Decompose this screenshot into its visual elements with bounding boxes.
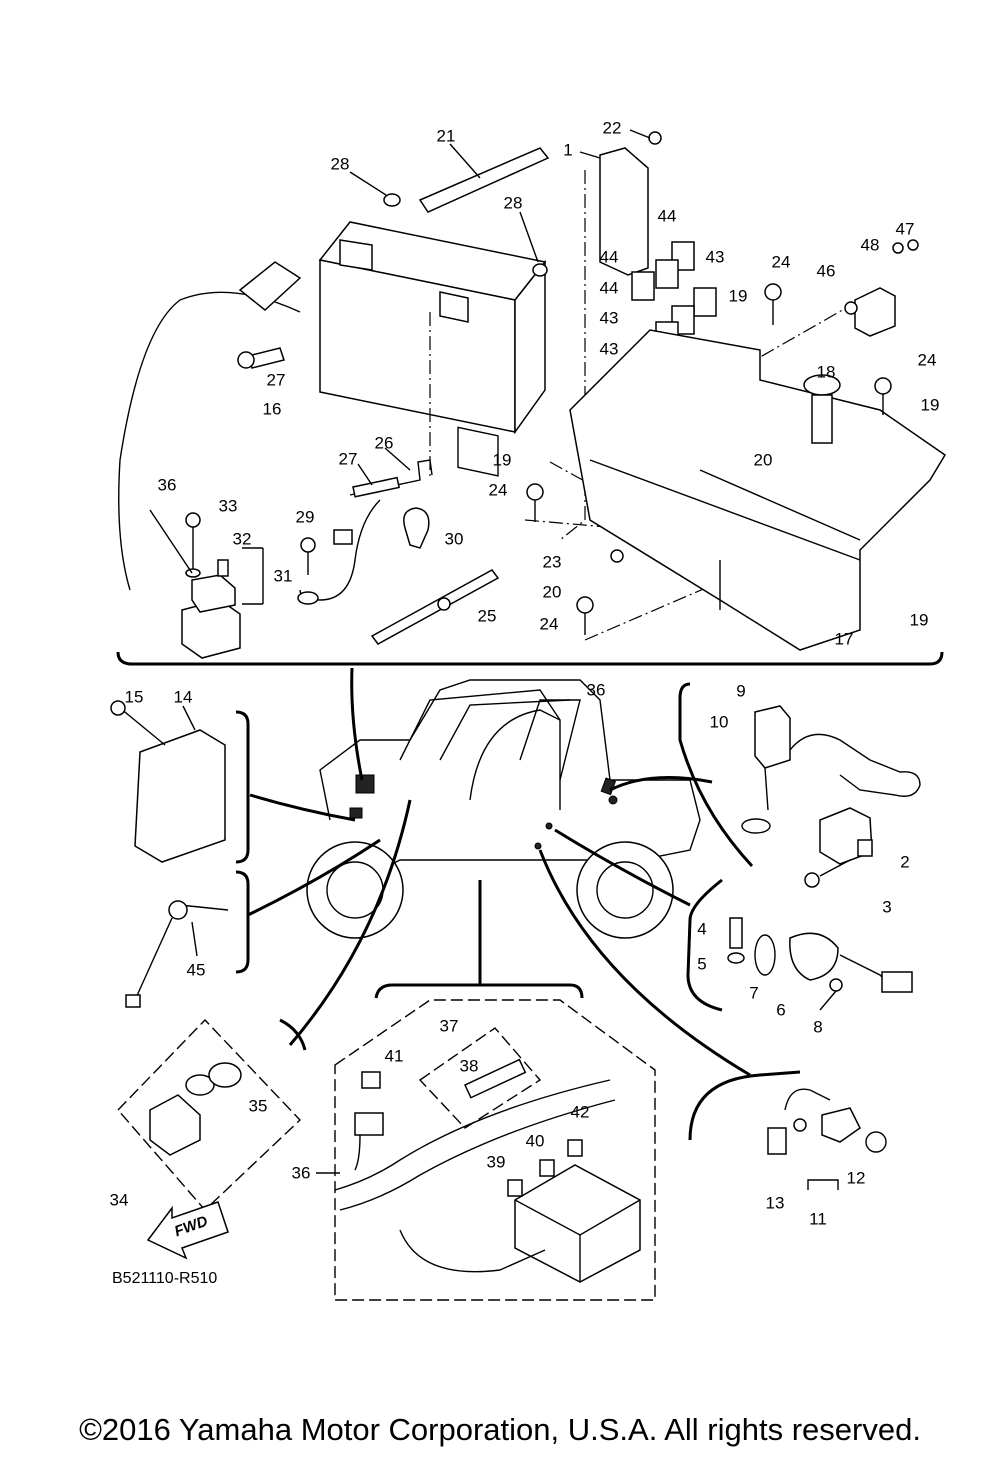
callout-42: 42 (570, 1102, 590, 1122)
copyright-notice: ©2016 Yamaha Motor Corporation, U.S.A. A… (79, 1412, 921, 1447)
fwd-arrow (146, 1201, 229, 1260)
callout-24: 24 (539, 614, 559, 634)
callout-32: 32 (232, 529, 252, 549)
callout-40: 40 (525, 1131, 545, 1151)
diagram-artwork (110, 129, 947, 1301)
battery-strap (418, 147, 550, 213)
fuse-box (514, 1164, 641, 1283)
callout-15: 15 (124, 687, 144, 707)
callout-36: 36 (291, 1163, 311, 1183)
callout-4: 4 (697, 919, 707, 939)
callout-5: 5 (697, 954, 707, 974)
callout-31: 31 (273, 566, 293, 586)
callout-28: 28 (330, 154, 350, 174)
temp-sensor (754, 705, 791, 769)
callout-14: 14 (173, 687, 193, 707)
callout-45: 45 (186, 960, 206, 980)
battery (318, 221, 547, 477)
spark-plug (729, 917, 743, 949)
callout-16: 16 (262, 399, 282, 419)
bracket-left-2 (235, 870, 250, 974)
callout-24: 24 (771, 252, 791, 272)
callout-24: 24 (488, 480, 508, 500)
callout-26: 26 (374, 433, 394, 453)
callout-48: 48 (860, 235, 880, 255)
callout-20: 20 (542, 582, 562, 602)
callout-8: 8 (813, 1017, 823, 1037)
top-section-bracket (116, 651, 944, 666)
callout-19: 19 (492, 450, 512, 470)
callout-37: 37 (439, 1016, 459, 1036)
dashed-box-fuses (334, 999, 656, 1301)
crank-sensor (789, 932, 839, 981)
callout-3: 3 (882, 897, 892, 917)
dashed-box-34 (117, 1018, 301, 1212)
callout-36: 36 (157, 475, 177, 495)
callout-10: 10 (709, 712, 729, 732)
callout-25: 25 (477, 606, 497, 626)
rectifier-regulator (134, 729, 226, 863)
leader-top (350, 667, 364, 781)
callout-12: 12 (846, 1168, 866, 1188)
callout-47: 47 (895, 219, 915, 239)
bracket-right-1 (678, 682, 754, 868)
callout-23: 23 (542, 552, 562, 572)
callout-9: 9 (736, 681, 746, 701)
callout-2: 2 (900, 852, 910, 872)
connector-41 (361, 1071, 381, 1089)
callout-19: 19 (728, 286, 748, 306)
callout-22: 22 (602, 118, 622, 138)
callout-36: 36 (586, 680, 606, 700)
ecu (599, 147, 649, 276)
callout-7: 7 (749, 983, 759, 1003)
callout-34: 34 (109, 1190, 129, 1210)
bracket-right-2 (686, 878, 723, 1012)
callout-46: 46 (816, 261, 836, 281)
callout-11: 11 (809, 1209, 827, 1229)
callout-43: 43 (599, 308, 619, 328)
callout-41: 41 (384, 1046, 404, 1066)
callout-44: 44 (657, 206, 677, 226)
lower-tray (569, 329, 947, 651)
callout-43: 43 (705, 247, 725, 267)
callout-24: 24 (917, 350, 937, 370)
vehicle (306, 679, 701, 939)
callout-19: 19 (909, 610, 929, 630)
callout-27: 27 (338, 449, 358, 469)
bracket-bottom-center (374, 983, 584, 999)
dashed-box-37 (418, 1027, 542, 1129)
callout-13: 13 (765, 1193, 785, 1213)
callout-21: 21 (436, 126, 456, 146)
callout-33: 33 (218, 496, 238, 516)
callout-38: 38 (459, 1056, 479, 1076)
callout-18: 18 (816, 362, 836, 382)
bracket-left-1 (235, 710, 250, 864)
callout-20: 20 (753, 450, 773, 470)
callout-44: 44 (599, 278, 619, 298)
callout-28: 28 (503, 193, 523, 213)
callout-1: 1 (563, 140, 573, 160)
callout-30: 30 (444, 529, 464, 549)
callout-29: 29 (295, 507, 315, 527)
callout-19: 19 (920, 395, 940, 415)
drawing-code: B521110-R510 (112, 1270, 218, 1287)
callout-17: 17 (834, 629, 854, 649)
callout-6: 6 (776, 1000, 786, 1020)
callout-27: 27 (266, 370, 286, 390)
callout-44: 44 (599, 247, 619, 267)
callout-39: 39 (486, 1152, 506, 1172)
callout-35: 35 (248, 1096, 268, 1116)
callout-43: 43 (599, 339, 619, 359)
